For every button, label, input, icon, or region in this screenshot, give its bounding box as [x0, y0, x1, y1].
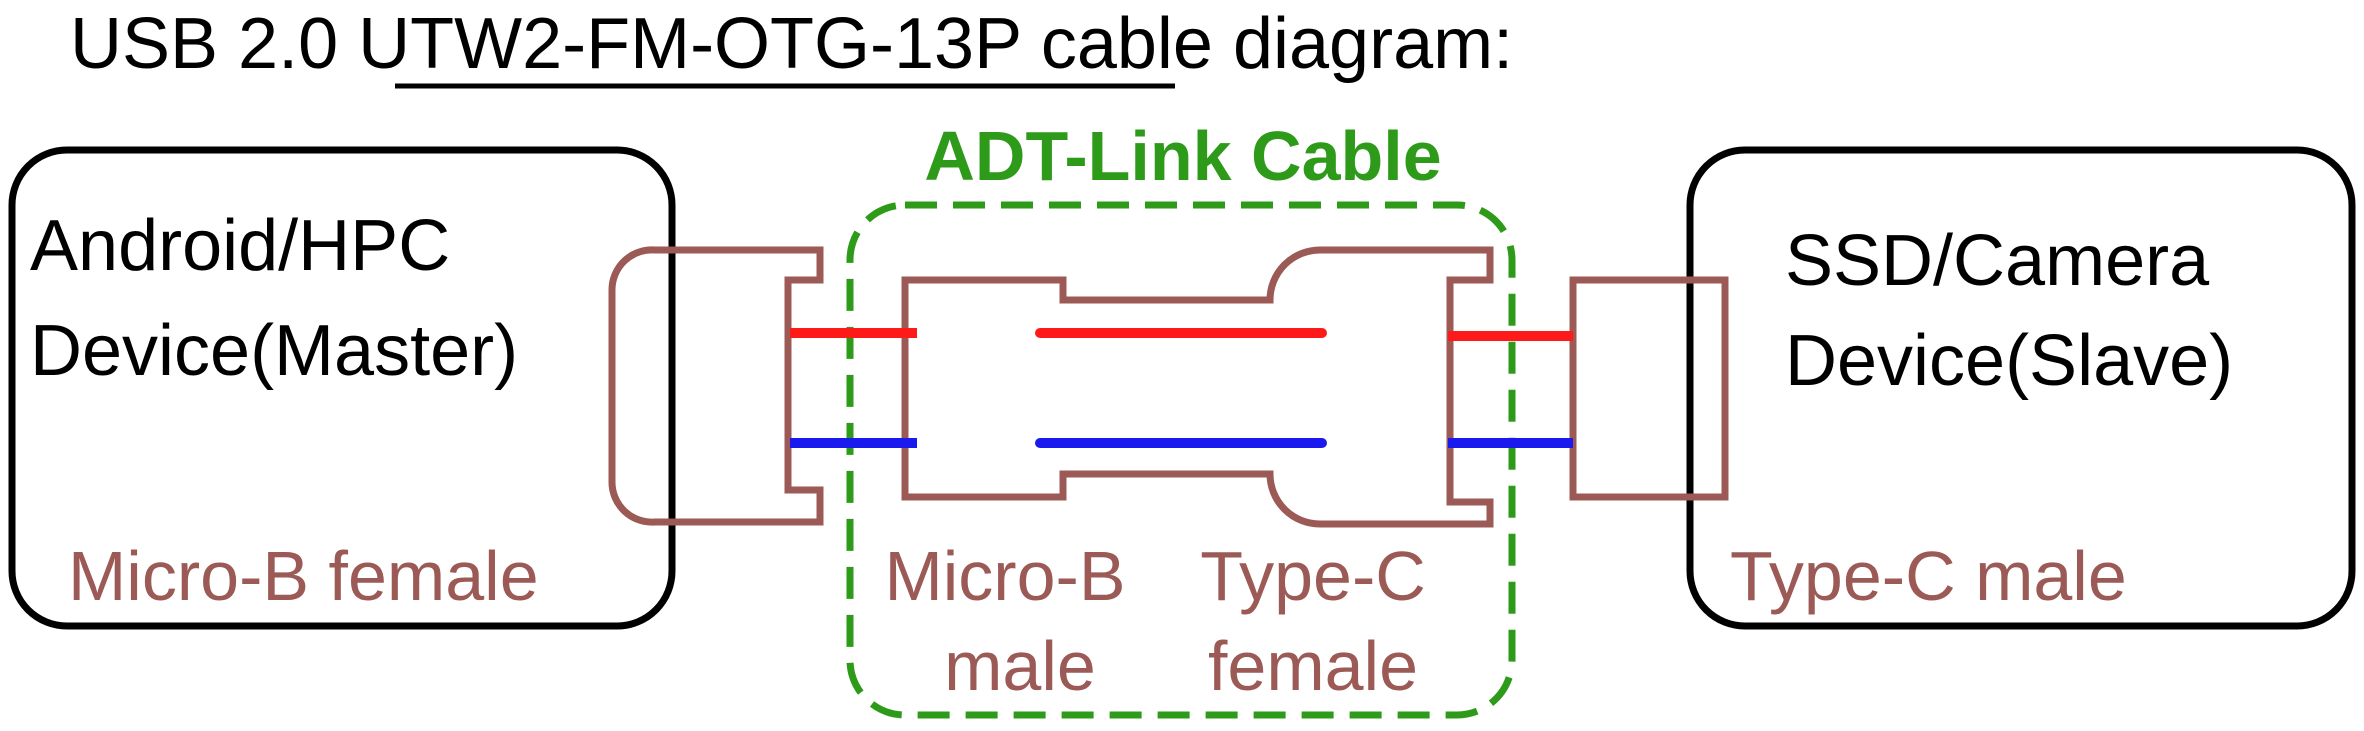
slave-device-role: Device(Slave): [1785, 321, 2233, 401]
adt-link-cable-label: ADT-Link Cable: [924, 117, 1441, 195]
slave-device-box: [1686, 146, 2356, 630]
master-device-box: [8, 146, 676, 630]
type-c-female-label-line1: Type-C: [1200, 537, 1426, 615]
micro-b-male-label-line1: Micro-B: [884, 537, 1125, 615]
micro-b-female-connector: [608, 246, 824, 526]
master-device-name: Android/HPC: [30, 206, 450, 286]
micro-b-female-label: Micro-B female: [68, 537, 539, 615]
type-c-female-label-line2: female: [1208, 627, 1418, 705]
adt-link-cable-boundary: [846, 201, 1516, 719]
cable-body-outline: [901, 246, 1494, 528]
type-c-male-label: Type-C male: [1730, 537, 2127, 615]
title-suffix: cable diagram:: [1041, 4, 1513, 84]
title-model: UTW2-FM-OTG-13P: [358, 4, 1021, 84]
slave-device-name: SSD/Camera: [1785, 221, 2210, 301]
micro-b-male-label-line2: male: [944, 627, 1096, 705]
title-prefix: USB 2.0: [70, 4, 338, 84]
type-c-male-plug: [1569, 276, 1729, 501]
diagram-title: USB 2.0 UTW2-FM-OTG-13P cable diagram:: [70, 4, 1513, 84]
master-device-role: Device(Master): [30, 311, 518, 391]
